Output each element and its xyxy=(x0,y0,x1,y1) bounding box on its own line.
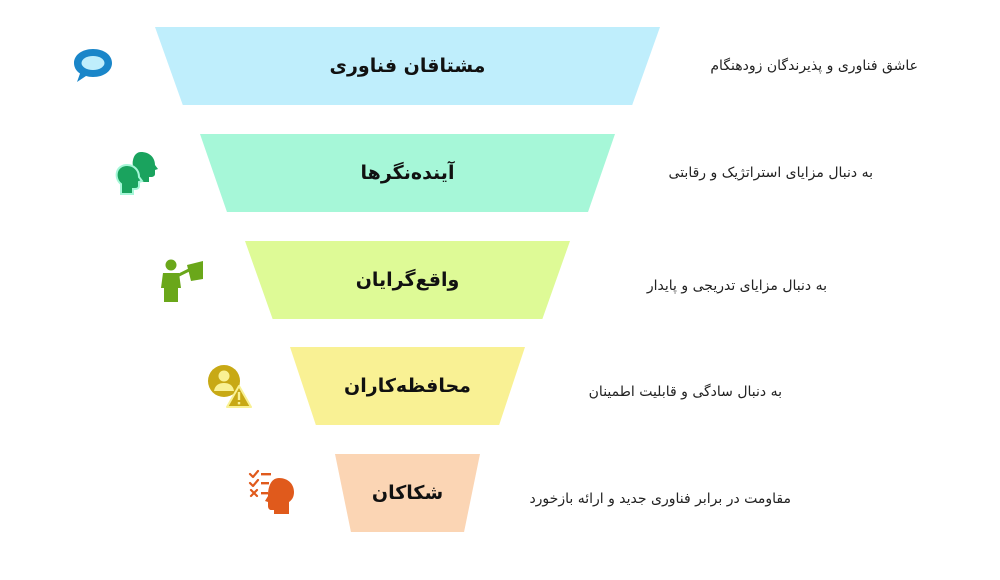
level-5-label: شکاکان xyxy=(371,482,444,504)
level-4-label: محافظه‌کاران xyxy=(344,375,471,397)
presenter-icon xyxy=(161,259,203,302)
level-1-description: عاشق فناوری و پذیرندگان زودهنگام xyxy=(710,58,918,74)
funnel-level-5: شکاکان مقاومت در برابر فناوری جدید و ارا… xyxy=(0,454,1000,534)
level-1-icon-circle xyxy=(55,28,131,104)
user-warning-icon xyxy=(208,365,252,408)
level-2-description: به دنبال مزایای استراتژیک و رقابتی xyxy=(668,165,873,181)
level-2-label: آینده‌نگرها xyxy=(360,162,455,184)
level-5-description: مقاومت در برابر فناوری جدید و ارائه بازخ… xyxy=(529,491,791,507)
funnel-band-2: آینده‌نگرها xyxy=(200,134,615,212)
head-checklist-icon xyxy=(248,469,294,514)
funnel-band-4: محافظه‌کاران xyxy=(290,347,525,425)
level-4-description: به دنبال سادگی و قابلیت اطمینان xyxy=(588,384,782,400)
speech-bubble-icon xyxy=(74,49,112,82)
level-3-icon-circle xyxy=(144,242,220,318)
funnel-band-1: مشتاقان فناوری xyxy=(155,27,660,105)
level-3-description: به دنبال مزایای تدریجی و پایدار xyxy=(646,278,827,294)
funnel-level-1: مشتاقان فناوری عاشق فناوری و پذیرندگان ز… xyxy=(0,27,1000,107)
level-5-icon-circle xyxy=(234,455,310,531)
funnel-level-3: واقع‌گرایان به دنبال مزایای تدریجی و پای… xyxy=(0,241,1000,321)
funnel-band-5: شکاکان xyxy=(335,454,480,532)
level-4-icon-circle xyxy=(189,348,265,424)
level-2-icon-circle xyxy=(100,135,176,211)
level-1-label: مشتاقان فناوری xyxy=(329,55,486,77)
funnel-level-2: آینده‌نگرها به دنبال مزایای استراتژیک و … xyxy=(0,134,1000,214)
two-heads-icon xyxy=(115,152,158,195)
funnel-level-4: محافظه‌کاران به دنبال سادگی و قابلیت اطم… xyxy=(0,347,1000,427)
funnel-band-3: واقع‌گرایان xyxy=(245,241,570,319)
level-3-label: واقع‌گرایان xyxy=(355,269,460,291)
